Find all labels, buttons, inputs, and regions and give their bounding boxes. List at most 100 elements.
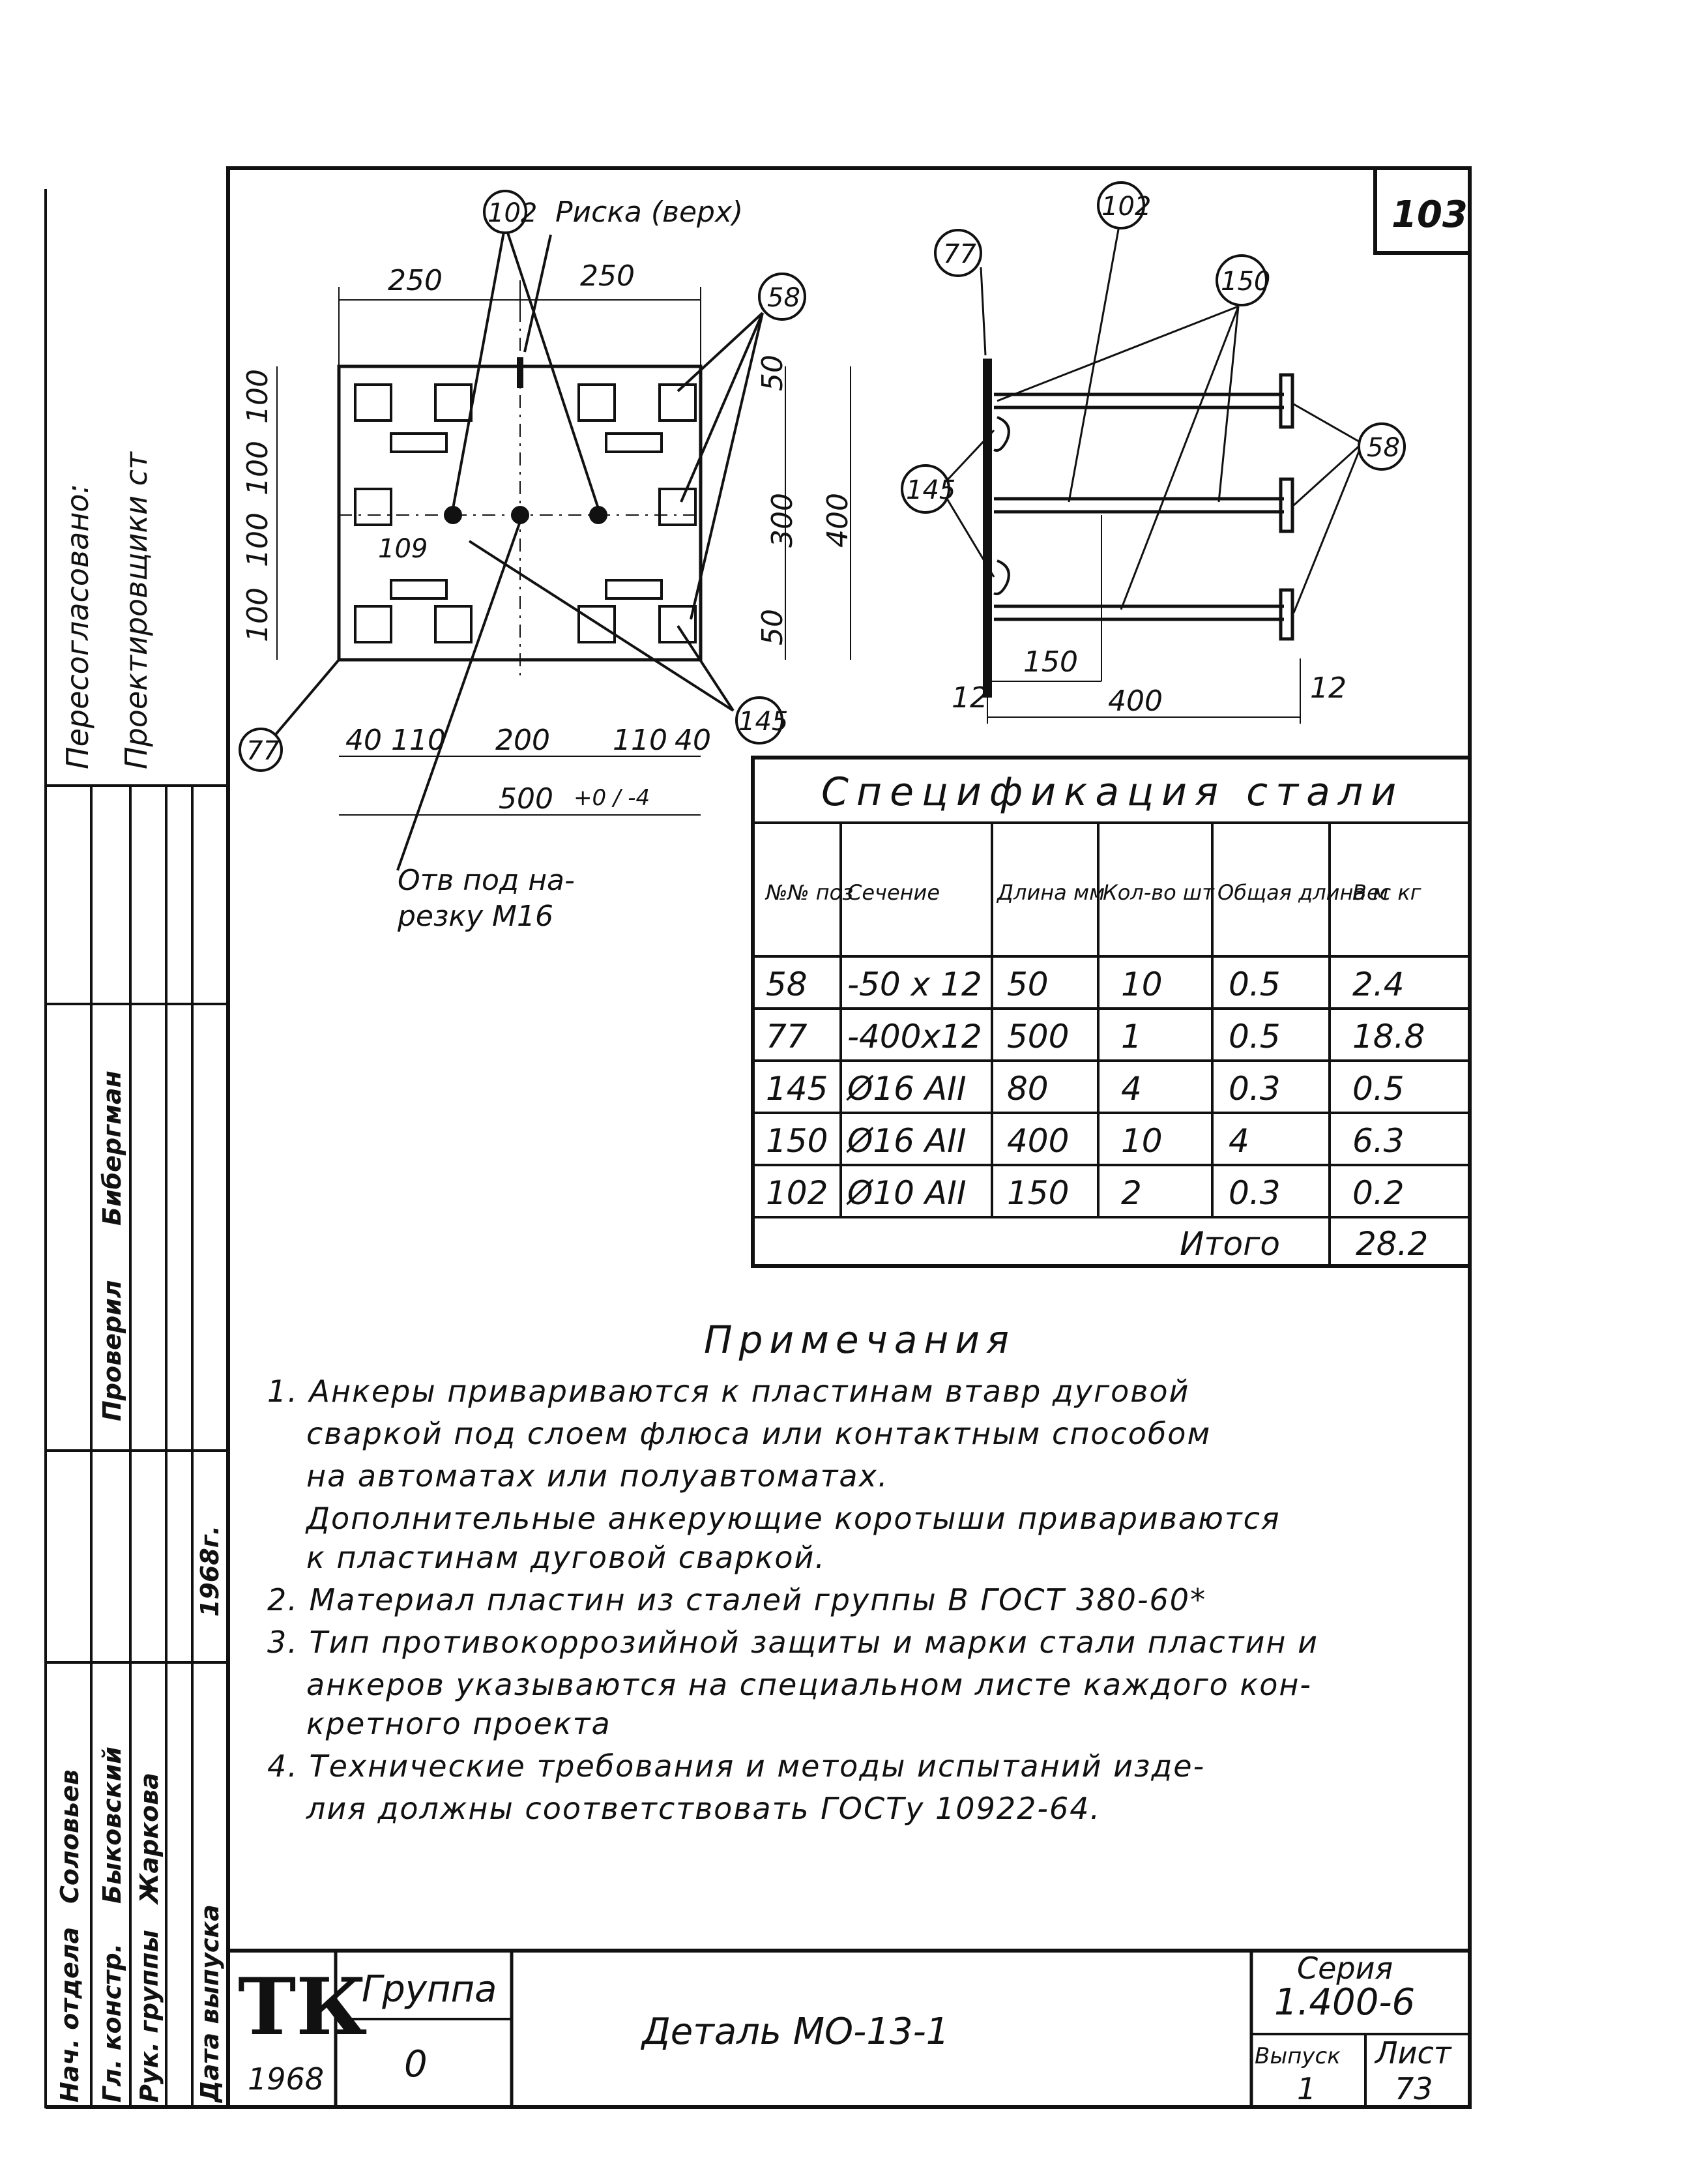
spec-cell: 102 bbox=[766, 1174, 828, 1212]
group-label: Группа bbox=[362, 1968, 497, 2011]
role-checked: Проверил bbox=[98, 1280, 126, 1421]
spec-cell: 77 bbox=[766, 1018, 808, 1055]
spec-cell: -400x12 bbox=[847, 1018, 982, 1055]
spec-cell: 58 bbox=[766, 966, 808, 1003]
spec-cell: 150 bbox=[766, 1122, 828, 1160]
dim-right-2: 300 bbox=[766, 493, 799, 548]
series-label: Серия bbox=[1297, 1951, 1393, 1986]
mark-145-plan: 145 bbox=[738, 707, 788, 737]
spec-cell: 10 bbox=[1121, 966, 1163, 1003]
mark-58-side: 58 bbox=[1367, 433, 1400, 463]
spec-cell: Ø16 АII bbox=[846, 1122, 967, 1160]
dim-right-3: 50 bbox=[756, 609, 789, 645]
dim-right-outer: 400 bbox=[821, 493, 854, 548]
spec-table-text: Спецификация стали №№ поз Сечение Длина … bbox=[765, 769, 1421, 905]
side-dim-right-end: 12 bbox=[1310, 671, 1347, 705]
drawing-title: Деталь МО-13-1 bbox=[640, 2011, 949, 2053]
note-line-8: анкеров указываются на специальном листе… bbox=[306, 1667, 1312, 1702]
spec-cell: Ø16 АII bbox=[846, 1070, 967, 1108]
note-line-6: 2. Материал пластин из сталей группы В Г… bbox=[267, 1582, 1206, 1617]
title-year: 1968 bbox=[248, 2061, 324, 2097]
role-group-lead: Рук. группы bbox=[135, 1930, 164, 2103]
note-line-10: 4. Технические требования и методы испыт… bbox=[267, 1749, 1205, 1784]
sheet-number-box: 103 bbox=[1373, 166, 1472, 255]
dim-total-tolerance: +0 / -4 bbox=[574, 785, 650, 811]
series-value: 1.400-6 bbox=[1274, 1981, 1415, 2024]
dim-bottom-1: 40 bbox=[345, 724, 382, 757]
issue-value: 1 bbox=[1297, 2071, 1316, 2106]
plan-view-labels: 102 Риска (верх) 58 77 145 109 250 250 1… bbox=[239, 190, 854, 933]
spec-header-section: Сечение bbox=[847, 880, 940, 905]
note-line-3: на автоматах или полуавтоматах. bbox=[306, 1458, 888, 1494]
side-stamp-grid bbox=[44, 784, 229, 2108]
spec-header-qty: Кол-во шт bbox=[1103, 880, 1215, 905]
mark-150-side: 150 bbox=[1221, 267, 1270, 297]
note-line-4: Дополнительные анкерующие коротыши прива… bbox=[305, 1501, 1281, 1536]
group-value: 0 bbox=[404, 2043, 428, 2086]
spec-cell: 1 bbox=[1121, 1018, 1142, 1055]
dim-total: 500 bbox=[499, 782, 553, 816]
hole-label-line2: резку М16 bbox=[397, 900, 553, 933]
name-3: Жаркова bbox=[135, 1773, 164, 1906]
risk-label: Риска (верх) bbox=[555, 196, 743, 229]
dim-bottom-5: 40 bbox=[675, 724, 711, 757]
release-date-value: 1968г. bbox=[196, 1526, 224, 1617]
spec-cell: 0.3 bbox=[1229, 1070, 1281, 1108]
dim-left-2: 100 bbox=[241, 441, 274, 495]
sheet-label: Лист bbox=[1374, 2035, 1452, 2071]
spec-cell: 4 bbox=[1229, 1122, 1249, 1160]
mark-145-side: 145 bbox=[906, 475, 955, 505]
spec-cell: 0.2 bbox=[1352, 1174, 1405, 1212]
side-dim-bar: 150 bbox=[1023, 645, 1078, 679]
mark-77-side: 77 bbox=[943, 239, 976, 269]
spec-cell: 2 bbox=[1121, 1174, 1142, 1212]
spec-cell: 0.5 bbox=[1229, 1018, 1281, 1055]
note-line-11: лия должны соответствовать ГОСТу 10922-6… bbox=[306, 1791, 1101, 1826]
spec-cell: 80 bbox=[1007, 1070, 1049, 1108]
note-line-7: 3. Тип противокоррозийной защиты и марки… bbox=[267, 1625, 1318, 1660]
dim-bottom-4: 110 bbox=[613, 724, 667, 757]
note-line-2: сваркой под слоем флюса или контактным с… bbox=[306, 1416, 1211, 1451]
role-release-date: Дата выпуска bbox=[196, 1904, 224, 2103]
spec-cell: 500 bbox=[1007, 1018, 1069, 1055]
spec-table-total: Итого 28.2 bbox=[1180, 1225, 1428, 1263]
issue-label: Выпуск bbox=[1255, 2043, 1341, 2069]
plan-view bbox=[272, 224, 851, 871]
spec-cell: 0.5 bbox=[1352, 1070, 1405, 1108]
spec-cell: Ø10 АII bbox=[846, 1174, 967, 1212]
anchor-bars bbox=[390, 432, 663, 600]
spec-header-length: Длина мм bbox=[996, 880, 1105, 905]
spec-cell: 6.3 bbox=[1352, 1122, 1405, 1160]
notes-title: Примечания bbox=[704, 1318, 1015, 1362]
dim-left-3: 100 bbox=[241, 512, 274, 567]
note-line-5: к пластинам дуговой сваркой. bbox=[306, 1540, 826, 1575]
note-line-1: 1. Анкеры привариваются к пластинам втав… bbox=[267, 1374, 1189, 1409]
spec-cell: 50 bbox=[1007, 966, 1049, 1003]
hole-label-line1: Отв под на- bbox=[398, 864, 575, 897]
spec-cell: 400 bbox=[1007, 1122, 1069, 1160]
note-line-9: кретного проекта bbox=[306, 1706, 611, 1741]
spec-cell: 18.8 bbox=[1352, 1018, 1425, 1055]
title-block-grid bbox=[228, 1949, 1470, 2107]
dim-left-4: 100 bbox=[241, 587, 274, 642]
sheet-number: 103 bbox=[1391, 194, 1468, 236]
dim-right-1: 50 bbox=[756, 355, 789, 391]
anchor-plates bbox=[354, 383, 697, 643]
spec-header-weight: Вес кг bbox=[1352, 880, 1421, 905]
spec-cell: 150 bbox=[1007, 1174, 1069, 1212]
name-2: Быковский bbox=[98, 1747, 126, 1904]
name-1: Соловьев bbox=[55, 1769, 84, 1904]
dim-top-1: 250 bbox=[388, 264, 443, 297]
role-head-dept: Нач. отдела bbox=[55, 1927, 84, 2103]
dim-left-1: 100 bbox=[241, 369, 274, 424]
side-view bbox=[944, 214, 1363, 724]
spec-title: Спецификация стали bbox=[821, 769, 1404, 815]
spec-cell: 0.5 bbox=[1229, 966, 1281, 1003]
side-dim-left-end: 12 bbox=[952, 681, 988, 715]
spec-header-total-length: Общая длина м bbox=[1217, 880, 1388, 905]
dim-bottom-3: 200 bbox=[495, 724, 550, 757]
side-stamp-top-line1: Пересогласовано: bbox=[60, 484, 95, 769]
dim-top-2: 250 bbox=[580, 259, 635, 293]
